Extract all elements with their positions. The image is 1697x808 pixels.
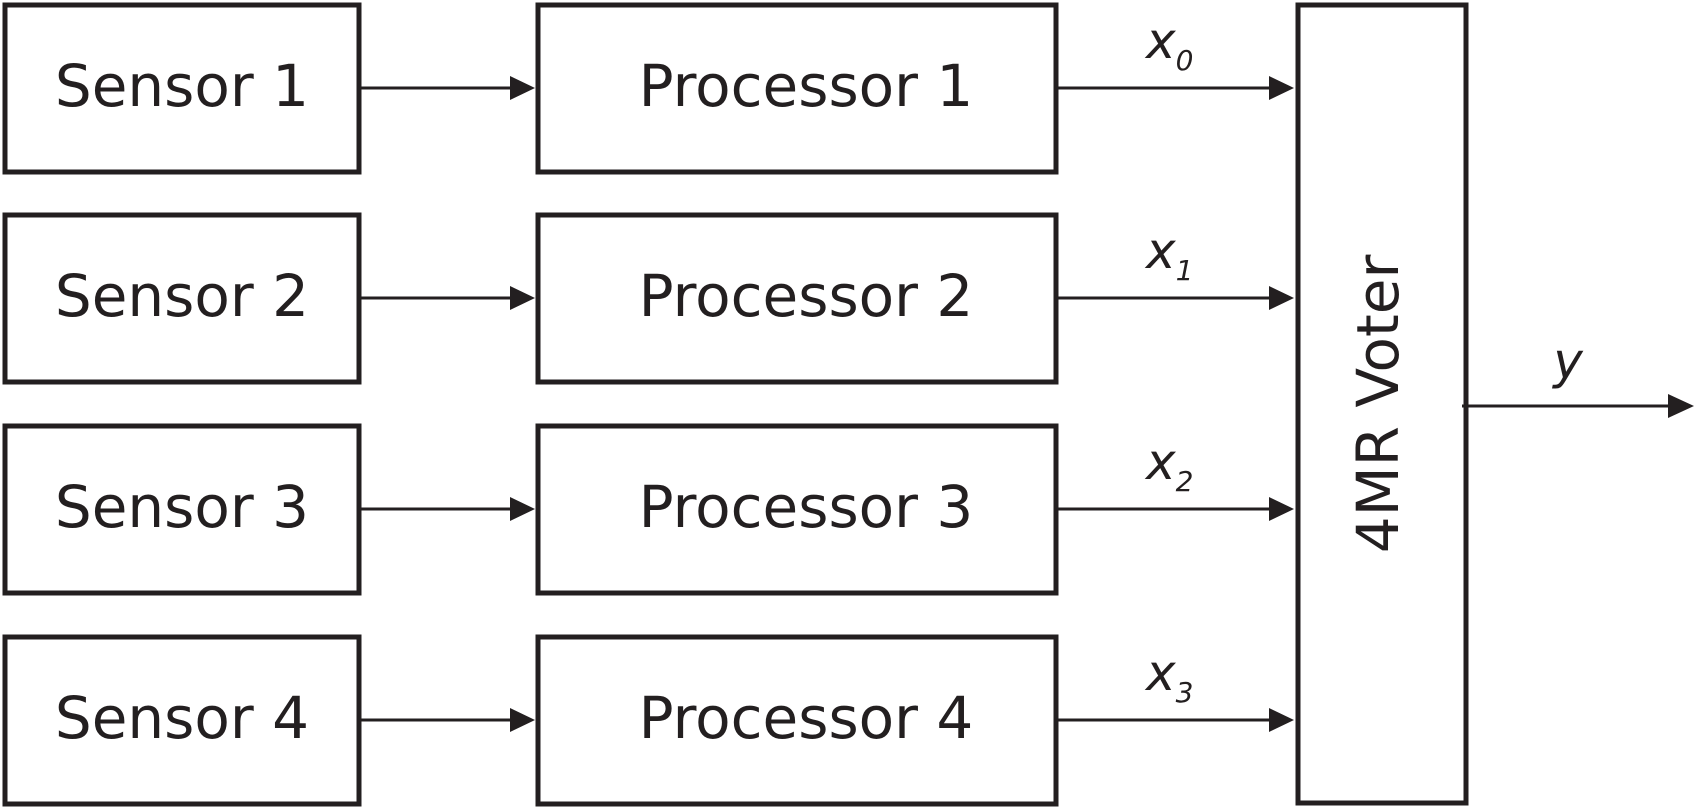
processor-4-label: Processor 4 [639,684,974,752]
sensor-1-to-processor-1-arrowhead [510,76,535,100]
signal-x0-label: x0 [1144,12,1193,77]
sensor-1-block [2,2,362,175]
sensor-2-label: Sensor 2 [55,262,309,330]
sensor-3-to-processor-3-arrowhead [510,497,535,521]
signal-x3-label: x3 [1144,644,1193,709]
sensor-4-block [2,634,362,807]
sensor-4-to-processor-4-arrowhead [510,708,535,732]
processor-3-block [535,423,1059,596]
sensor-2-block [2,212,362,385]
voter: 4MR Voter [1295,2,1469,806]
processor-3-label: Processor 3 [639,473,974,541]
processor-2-label: Processor 2 [639,262,974,330]
processor-1-label: Processor 1 [639,52,974,120]
pipeline-row-1: Sensor 1 Processor 1 x0 [2,2,1294,175]
output: y [1462,332,1694,418]
output-y-label: y [1551,332,1584,390]
sensor-1-label: Sensor 1 [55,52,309,120]
processor-2-block [535,212,1059,385]
processor-1-to-voter-arrowhead [1269,76,1294,100]
processor-4-block [535,634,1059,807]
voter-label: 4MR Voter [1344,255,1412,554]
pipeline-row-3: Sensor 3 Processor 3 x2 [2,423,1294,596]
signal-x2-label: x2 [1144,433,1193,498]
sensor-3-label: Sensor 3 [55,473,309,541]
sensor-2-to-processor-2-arrowhead [510,286,535,310]
pipeline-row-2: Sensor 2 Processor 2 x1 [2,212,1294,385]
processor-4-to-voter-arrowhead [1269,708,1294,732]
processor-1-block [535,2,1059,175]
processor-2-to-voter-arrowhead [1269,286,1294,310]
voter-output-arrowhead [1668,394,1694,418]
voter-block [1295,2,1469,806]
sensor-4-label: Sensor 4 [55,684,309,752]
pipeline-row-4: Sensor 4 Processor 4 x3 [2,634,1294,807]
processor-3-to-voter-arrowhead [1269,497,1294,521]
signal-x1-label: x1 [1144,222,1193,287]
sensor-3-block [2,423,362,596]
